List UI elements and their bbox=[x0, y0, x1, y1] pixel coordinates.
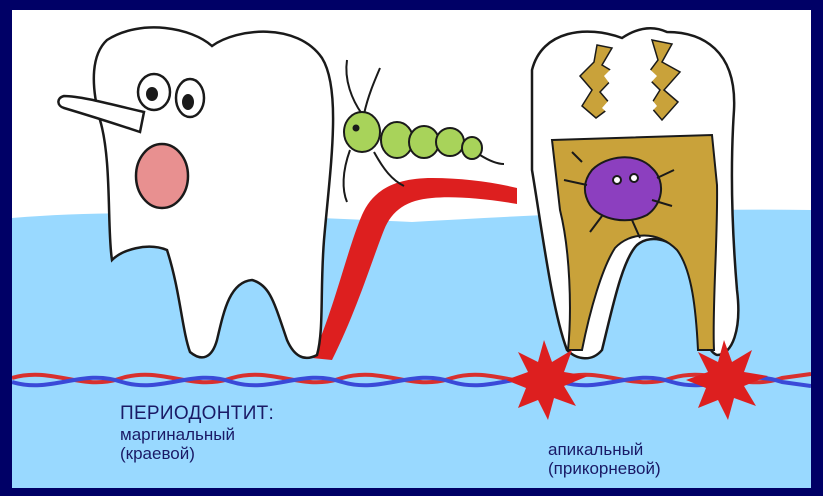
pupil-left bbox=[146, 87, 158, 101]
tooth-mouth bbox=[136, 144, 188, 208]
illustration-frame: ПЕРИОДОНТИТ: маргинальный (краевой) апик… bbox=[12, 10, 811, 488]
diagram-heading: ПЕРИОДОНТИТ: bbox=[120, 404, 274, 423]
pupil-right bbox=[182, 94, 194, 110]
marginal-label: маргинальный bbox=[120, 425, 235, 444]
apical-note: (прикорневой) bbox=[548, 459, 661, 478]
marginal-note: (краевой) bbox=[120, 444, 195, 463]
apical-label: апикальный bbox=[548, 440, 643, 459]
